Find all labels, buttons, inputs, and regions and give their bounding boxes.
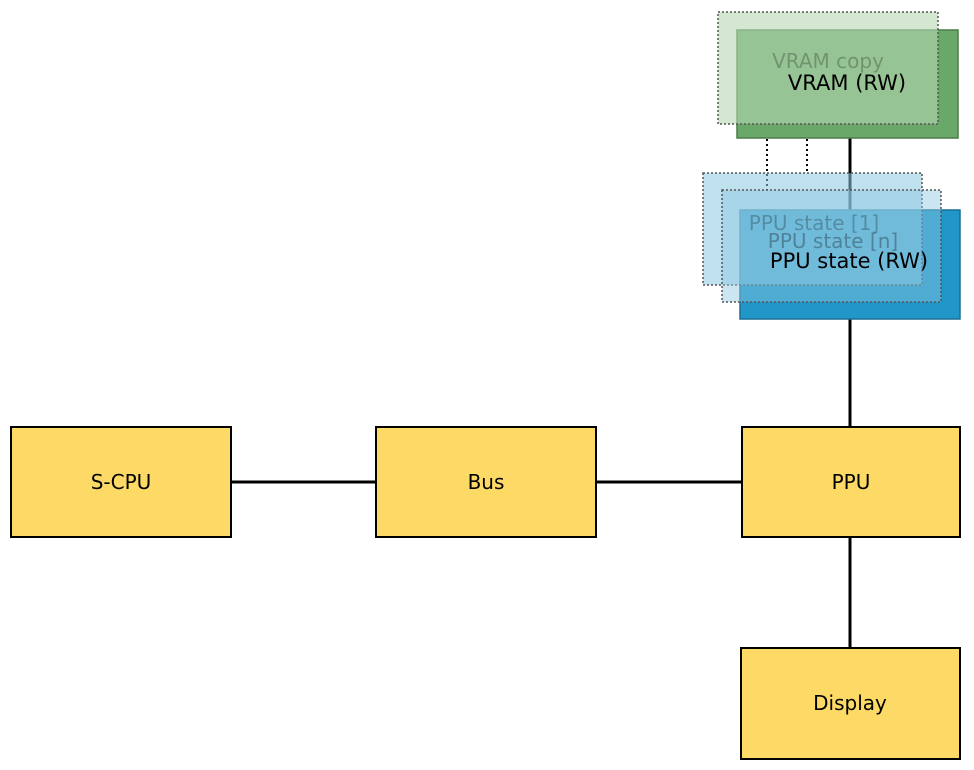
- display-box: [740, 647, 961, 760]
- ppu-state-1-box: [702, 172, 923, 286]
- bus-node: Bus: [375, 426, 597, 538]
- ppu-state-1-label: PPU state [1]: [749, 211, 879, 235]
- vram-stack: VRAM copy VRAM (RW): [717, 11, 959, 139]
- scpu-node: S-CPU: [10, 426, 232, 538]
- bus-label: Bus: [468, 470, 505, 494]
- display-node: Display: [740, 647, 961, 760]
- vram-label: VRAM (RW): [788, 71, 906, 95]
- display-label: Display: [813, 691, 887, 715]
- bus-box: [375, 426, 597, 538]
- ppu-state-n-label: PPU state [n]: [768, 229, 898, 253]
- ppu-box: [741, 426, 961, 538]
- ppu-node: PPU: [741, 426, 961, 538]
- ppu-state-label: PPU state (RW): [770, 249, 928, 273]
- ppu-state-n-box: [721, 189, 942, 303]
- vram-copy-box: [717, 11, 939, 125]
- ppu-label: PPU: [832, 470, 871, 494]
- vram-copy-label: VRAM copy: [772, 49, 884, 73]
- ppu-state-stack: PPU state [1] PPU state [n] PPU state (R…: [702, 172, 961, 320]
- scpu-label: S-CPU: [91, 470, 152, 494]
- scpu-box: [10, 426, 232, 538]
